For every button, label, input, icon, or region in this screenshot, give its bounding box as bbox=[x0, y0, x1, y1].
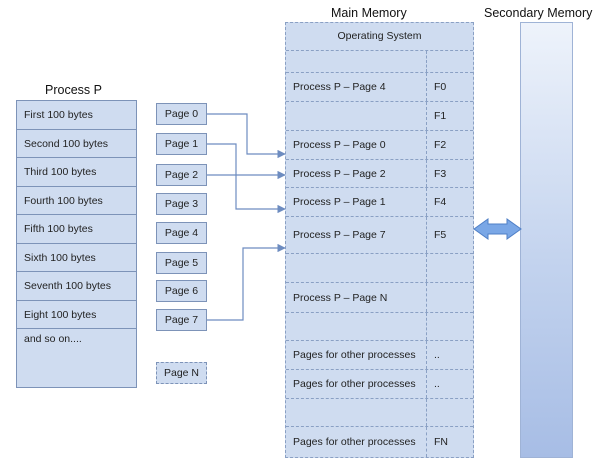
secondary-memory-title: Secondary Memory bbox=[484, 6, 593, 20]
frame-number: .. bbox=[426, 341, 473, 369]
page-box-2: Page 2 bbox=[156, 164, 207, 186]
frame-content: Process P – Page 1 bbox=[293, 196, 386, 208]
frame-number bbox=[426, 254, 473, 282]
process-row: Second 100 bytes bbox=[17, 130, 136, 158]
process-row: First 100 bytes bbox=[17, 101, 136, 130]
frame-number bbox=[426, 399, 473, 426]
frame-number bbox=[426, 51, 473, 72]
frame-content: Process P – Page 7 bbox=[293, 229, 386, 241]
page-box-0: Page 0 bbox=[156, 103, 207, 125]
frame-number: F5 bbox=[426, 217, 473, 253]
secondary-memory-bar bbox=[520, 22, 573, 458]
process-row: Third 100 bytes bbox=[17, 158, 136, 187]
memory-frame-row bbox=[286, 254, 473, 283]
frame-number: F4 bbox=[426, 188, 473, 216]
frame-number bbox=[426, 283, 473, 312]
frame-content: Pages for other processes bbox=[293, 378, 416, 390]
page-box-3: Page 3 bbox=[156, 193, 207, 215]
page-box-n: Page N bbox=[156, 362, 207, 384]
memory-frame-row: Process P – Page N bbox=[286, 283, 473, 313]
memory-frame-row: Process P – Page 4 F0 bbox=[286, 73, 473, 102]
page-7-to-f5-arrow bbox=[207, 243, 286, 321]
frame-content: Process P – Page N bbox=[293, 291, 388, 304]
process-row: Eight 100 bytes bbox=[17, 301, 136, 329]
process-row: Seventh 100 bytes bbox=[17, 272, 136, 301]
memory-frame-row: F1 bbox=[286, 102, 473, 131]
memory-frame-row: Process P – Page 1 F4 bbox=[286, 188, 473, 217]
process-row: Fourth 100 bytes bbox=[17, 187, 136, 215]
frame-number: F2 bbox=[426, 131, 473, 159]
process-row-more: and so on.... bbox=[24, 333, 82, 345]
memory-frame-row bbox=[286, 51, 473, 73]
operating-system-block: Operating System bbox=[286, 23, 473, 51]
page-1-to-f4-arrow bbox=[207, 143, 286, 214]
memory-frame-row: Pages for other processes FN bbox=[286, 427, 473, 457]
frame-number: F0 bbox=[426, 73, 473, 101]
memory-frame-row: Process P – Page 2 F3 bbox=[286, 160, 473, 188]
main-memory-table: Operating System Process P – Page 4 F0 F… bbox=[285, 22, 474, 458]
frame-number: F3 bbox=[426, 160, 473, 187]
memory-frame-row: Pages for other processes .. bbox=[286, 341, 473, 370]
page-box-6: Page 6 bbox=[156, 280, 207, 302]
page-box-5: Page 5 bbox=[156, 252, 207, 274]
process-row: Sixth 100 bytes bbox=[17, 244, 136, 272]
memory-frame-row: Process P – Page 0 F2 bbox=[286, 131, 473, 160]
swap-double-arrow-icon bbox=[473, 218, 522, 240]
memory-frame-row bbox=[286, 399, 473, 427]
frame-content: Process P – Page 2 bbox=[293, 167, 386, 180]
frame-number: .. bbox=[426, 370, 473, 398]
memory-frame-row: Process P – Page 7 F5 bbox=[286, 217, 473, 254]
frame-number bbox=[426, 313, 473, 340]
process-row: Fifth 100 bytes bbox=[17, 215, 136, 244]
frame-content: Pages for other processes bbox=[293, 349, 416, 361]
page-box-1: Page 1 bbox=[156, 133, 207, 155]
frame-content: Process P – Page 0 bbox=[293, 139, 386, 151]
frame-content: Process P – Page 4 bbox=[293, 81, 386, 93]
frame-number: F1 bbox=[426, 102, 473, 130]
memory-frame-row: Pages for other processes .. bbox=[286, 370, 473, 399]
page-0-to-f2-arrow bbox=[207, 113, 286, 159]
page-box-4: Page 4 bbox=[156, 222, 207, 244]
page-box-7: Page 7 bbox=[156, 309, 207, 331]
process-title: Process P bbox=[45, 83, 102, 97]
frame-content: Pages for other processes bbox=[293, 436, 416, 448]
frame-number: FN bbox=[426, 427, 473, 457]
process-table: First 100 bytes Second 100 bytes Third 1… bbox=[16, 100, 137, 388]
memory-frame-row bbox=[286, 313, 473, 341]
main-memory-title: Main Memory bbox=[331, 6, 407, 20]
